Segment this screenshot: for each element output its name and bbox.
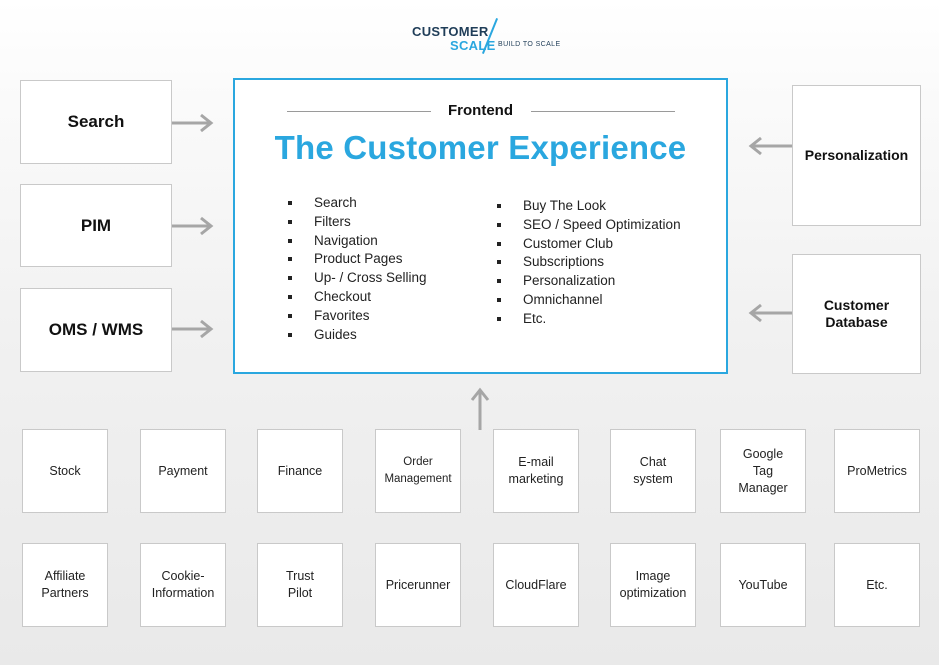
integration-tile-cloudflare: CloudFlare [493,543,579,627]
feature-item: Subscriptions [497,253,681,272]
feature-item: Personalization [497,272,681,291]
integration-tile-finance: Finance [257,429,343,513]
tile-label: YouTube [738,577,788,592]
arrow-left-icon [748,303,792,323]
source-label: Customer Database [823,297,890,330]
logo-tagline: BUILD TO SCALE [498,41,561,48]
tile-label: ProMetrics [847,463,907,478]
tile-label: Affiliate Partners [41,569,89,600]
source-box-personalization: Personalization [792,85,921,226]
arrow-up-icon [470,387,490,430]
source-box-search: Search [20,80,172,164]
arrow-right-icon [172,216,214,236]
integration-tile-chat-system: Chat system [610,429,696,513]
arrow-right-icon [172,319,214,339]
feature-item: Omnichannel [497,291,681,310]
tile-label: Chat system [633,455,673,486]
feature-item: Favorites [288,307,427,326]
frontend-title: The Customer Experience [274,129,687,166]
source-label: PIM [80,215,112,235]
customer-scale-logo: CUSTOMER SCALE BUILD TO SCALE [412,18,572,56]
tile-label: Finance [277,463,323,478]
integration-tile-etc: Etc. [834,543,920,627]
feature-item: Buy The Look [497,197,681,216]
feature-item: Customer Club [497,235,681,254]
integration-tile-image-optimization: Image optimization [610,543,696,627]
source-box-oms-wms: OMS / WMS [20,288,172,372]
integration-tile-order-management: Order Management [375,429,461,513]
feature-item: Guides [288,326,427,345]
feature-item: Checkout [288,288,427,307]
feature-item: Up- / Cross Selling [288,269,427,288]
tile-label: Google Tag Manager [738,446,788,495]
source-label: Personalization [804,147,909,163]
divider-line [531,111,675,112]
source-label: Search [67,112,125,131]
tile-label: CloudFlare [505,577,567,592]
feature-item: Filters [288,213,427,232]
integration-tile-google-tag-manager: Google Tag Manager [720,429,806,513]
arrow-left-icon [748,136,792,156]
feature-item: Etc. [497,310,681,329]
tile-label: E-mail marketing [508,455,564,486]
source-label: OMS / WMS [48,320,144,339]
arrow-right-icon [172,113,214,133]
divider-line [287,111,431,112]
tile-label: Pricerunner [385,577,451,592]
feature-list-2: Buy The Look SEO / Speed Optimization Cu… [497,197,681,329]
tile-label: Cookie- Information [151,569,215,600]
logo-text-customer: CUSTOMER [412,24,489,39]
integration-tile-stock: Stock [22,429,108,513]
integration-tile-youtube: YouTube [720,543,806,627]
source-box-pim: PIM [20,184,172,267]
integration-tile-affiliate-partners: Affiliate Partners [22,543,108,627]
tile-label: Order Management [384,456,452,485]
feature-item: Product Pages [288,250,427,269]
integration-tile-cookie-information: Cookie- Information [140,543,226,627]
tile-label: Trust Pilot [285,569,314,600]
feature-list-1: Search Filters Navigation Product Pages … [288,194,427,344]
source-box-customer-database: Customer Database [792,254,921,374]
tile-label: Image optimization [619,569,687,600]
tile-label: Stock [49,463,81,478]
integration-tile-trust-pilot: Trust Pilot [257,543,343,627]
integration-tile-email-marketing: E-mail marketing [493,429,579,513]
feature-item: Navigation [288,232,427,251]
frontend-box: Frontend The Customer Experience Search … [233,78,728,374]
integration-tile-payment: Payment [140,429,226,513]
feature-item: SEO / Speed Optimization [497,216,681,235]
integration-tile-prometrics: ProMetrics [834,429,920,513]
integration-tile-pricerunner: Pricerunner [375,543,461,627]
tile-label: Etc. [866,577,888,592]
feature-item: Search [288,194,427,213]
frontend-subtitle: Frontend [448,102,513,119]
tile-label: Payment [158,463,208,478]
